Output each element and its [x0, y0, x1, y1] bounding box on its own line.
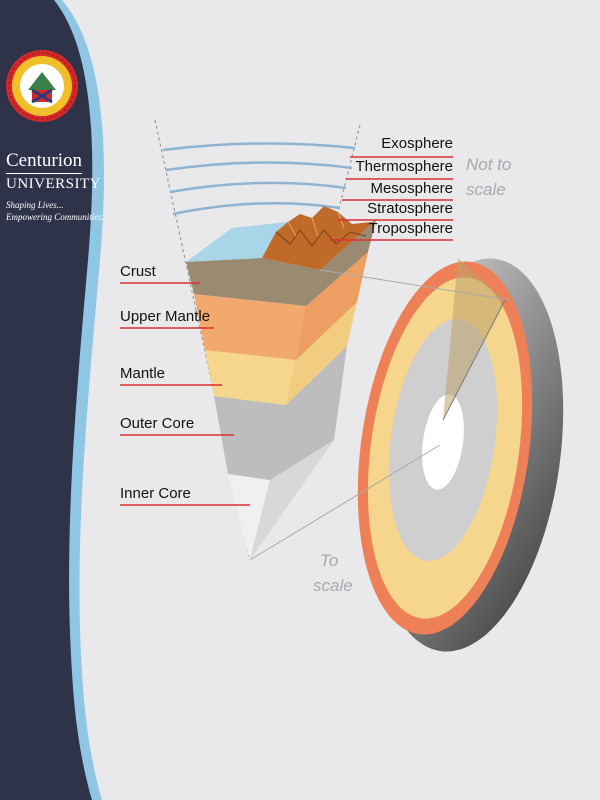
atmosphere-labels: Exosphere Thermosphere Mesosphere Strato…	[330, 135, 454, 241]
to-scale-note-line1: To	[320, 551, 338, 570]
label-mantle: Mantle	[120, 365, 165, 382]
connector-line-top	[319, 269, 511, 301]
to-scale-note-line2: scale	[313, 576, 353, 595]
disc-wedge-cutout	[443, 258, 505, 420]
university-logo	[6, 50, 78, 122]
brand-name-line2: UNIVERSITY	[6, 176, 101, 192]
brand-tagline-line1: Shaping Lives...	[6, 200, 64, 210]
earth-disc	[249, 258, 564, 652]
wedge-outer-core	[214, 346, 347, 480]
disc-inner-core	[422, 394, 464, 490]
atmosphere-arc-2	[165, 161, 353, 172]
ocean-surface	[186, 220, 305, 262]
label-troposphere: Troposphere	[369, 220, 454, 237]
label-thermosphere: Thermosphere	[355, 158, 453, 175]
label-crust: Crust	[120, 263, 157, 280]
label-outer-core: Outer Core	[120, 415, 194, 432]
atmosphere-arc-3	[169, 181, 347, 194]
not-to-scale-note-line2: scale	[466, 180, 506, 199]
brand-tagline-line2: Empowering Communities...	[6, 212, 109, 222]
earth-wedge	[154, 119, 376, 561]
label-upper-mantle: Upper Mantle	[120, 308, 210, 325]
label-stratosphere: Stratosphere	[367, 200, 453, 217]
label-mesosphere: Mesosphere	[370, 180, 453, 197]
atmosphere-arc-4	[172, 201, 341, 216]
wedge-mantle	[205, 302, 357, 405]
label-inner-core: Inner Core	[120, 485, 191, 502]
connector-line-bottom	[249, 444, 441, 561]
not-to-scale-note-line1: Not to	[466, 155, 511, 174]
mountain-range	[262, 206, 376, 270]
label-exosphere: Exosphere	[381, 135, 453, 152]
brand-name-line1: Centurion	[6, 150, 82, 174]
sidebar-panel	[0, 0, 93, 800]
wedge-crust	[186, 220, 376, 306]
wedge-upper-mantle	[194, 252, 368, 360]
earth-layer-labels: Crust Upper Mantle Mantle Outer Core Inn…	[120, 263, 250, 506]
atmosphere-arc-1	[162, 142, 356, 152]
